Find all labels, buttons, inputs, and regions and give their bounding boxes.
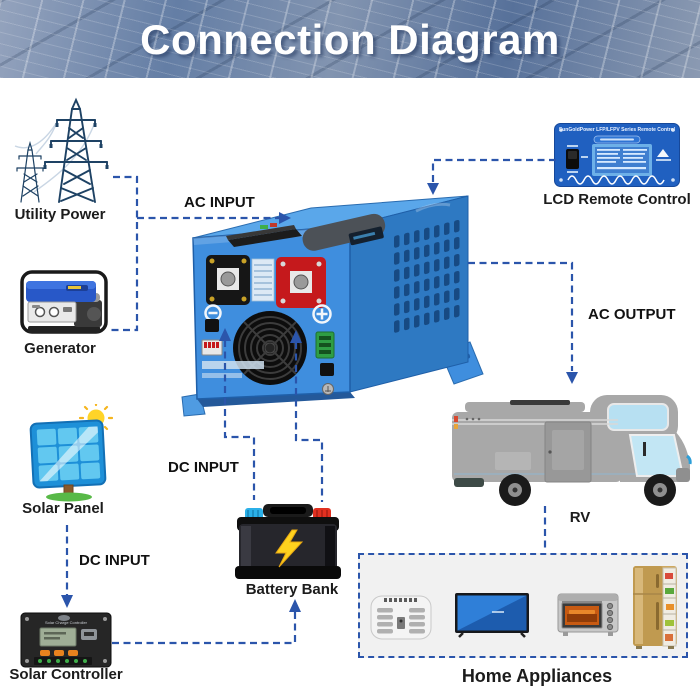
generator-label: Generator	[24, 340, 96, 357]
dc-input-battery-label: DC INPUT	[168, 459, 239, 476]
solar-panel-node	[28, 400, 114, 507]
dc-input-solar-label: DC INPUT	[79, 552, 150, 569]
rv-label: RV	[569, 509, 591, 526]
solar-controller-label: Solar Controller	[9, 666, 123, 683]
lcd-remote-node: SunGoldPower LFP/LFPV Series Remote Cont…	[554, 123, 680, 187]
solar-panel-label: Solar Panel	[22, 500, 104, 517]
generator-node	[16, 268, 111, 345]
oven-icon	[557, 593, 619, 636]
transmission-tower-icon	[14, 97, 109, 203]
wire-controller-battery	[112, 612, 297, 645]
battery-bank-node	[233, 504, 343, 589]
banner: Connection Diagram	[0, 0, 700, 78]
arrow-solar-dc-down	[61, 595, 73, 608]
ac-output-label: AC OUTPUT	[588, 306, 676, 323]
ac-input-label: AC INPUT	[184, 194, 255, 211]
utility-power-node	[12, 96, 112, 211]
home-appliances-box	[358, 553, 688, 658]
utility-power-label: Utility Power	[14, 206, 106, 223]
battery-icon	[235, 504, 341, 579]
generator-icon	[20, 270, 108, 334]
solar-inverter-charger-icon	[181, 195, 484, 417]
rv-icon	[452, 395, 692, 506]
lcd-remote-label: LCD Remote Control	[543, 191, 691, 208]
arrow-ac-output-down	[566, 372, 578, 384]
rv-air-conditioner-icon	[370, 595, 432, 640]
wire-remote	[431, 158, 556, 183]
tv-icon	[455, 593, 529, 638]
lcd-remote-icon	[554, 123, 680, 187]
page-title: Connection Diagram	[140, 16, 560, 63]
refrigerator-icon	[633, 566, 677, 649]
solar-controller-panel-text: Solar Charge Controller	[44, 620, 88, 625]
arrow-battery-up	[289, 599, 301, 612]
home-appliances-label: Home Appliances	[461, 666, 613, 686]
wire-utility-generator	[108, 175, 139, 332]
lcd-remote-panel-title: SunGoldPower LFP/LFPV Series Remote Cont…	[558, 127, 676, 133]
solar-panel-icon	[29, 400, 114, 502]
rv-node	[440, 390, 692, 520]
battery-bank-label: Battery Bank	[245, 581, 339, 598]
solar-controller-node: Solar Charge Controller	[20, 611, 112, 669]
solar-controller-icon	[20, 612, 112, 668]
